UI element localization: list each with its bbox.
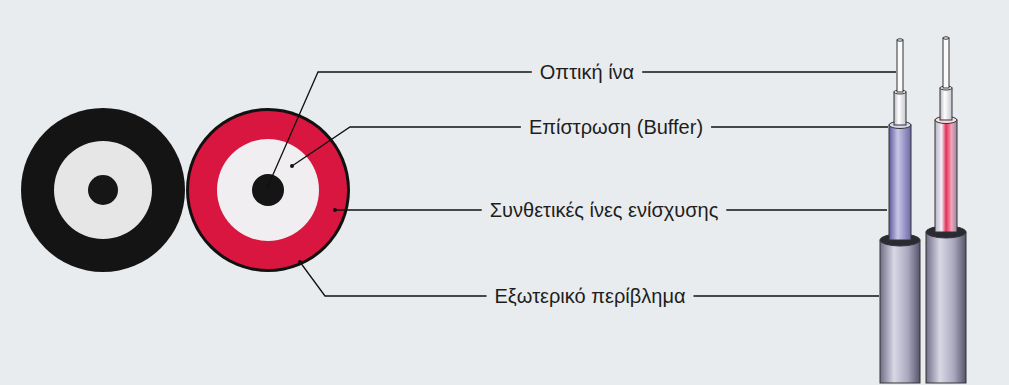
leader-line: [693, 295, 879, 296]
part-label: Επίστρωση (Buffer): [527, 115, 705, 139]
leader-line: [642, 71, 896, 72]
part-label: Οπτική ίνα: [538, 60, 636, 84]
leader-dot: [290, 164, 294, 168]
leader-line: [726, 209, 887, 210]
cable-cross-section: [21, 108, 185, 272]
part-label: Εξωτερικό περίβλημα: [493, 284, 688, 308]
leader-dot: [266, 184, 270, 188]
leader-dot: [298, 260, 302, 264]
cable-cross-section: [186, 108, 350, 272]
leader-line: [292, 127, 521, 166]
part-label: Συνθετικές ίνες ενίσχυσης: [488, 198, 721, 222]
leader-line: [335, 209, 482, 210]
leader-line: [711, 126, 888, 127]
leader-line: [268, 72, 532, 186]
cable-side-view: [926, 37, 966, 383]
leader-lines: [266, 72, 896, 296]
leader-line: [300, 262, 487, 296]
cable-side-view: [880, 39, 920, 383]
leader-dot: [333, 208, 337, 212]
